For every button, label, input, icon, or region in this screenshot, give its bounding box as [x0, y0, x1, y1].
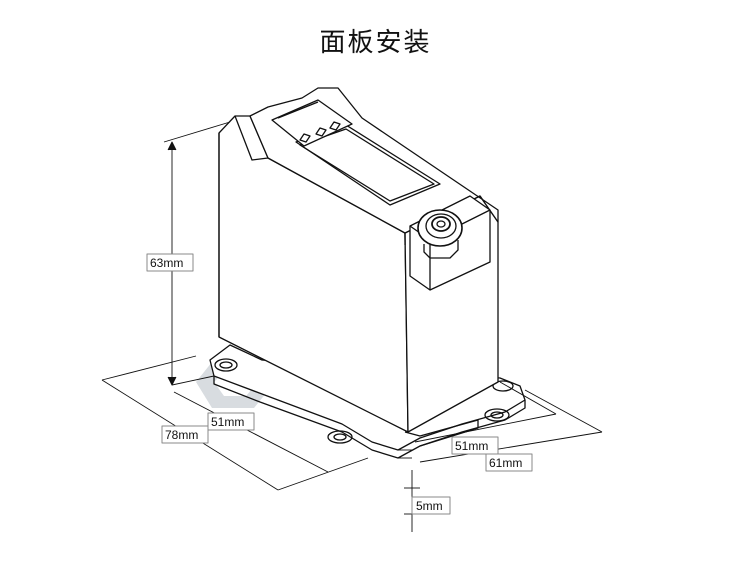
cable-connector [417, 209, 463, 259]
dim-width-inner-label: 51mm [455, 439, 488, 453]
dim-base-height-label: 5mm [416, 499, 443, 513]
diagram-title: 面板安装 [319, 28, 432, 58]
dimension-lines [101, 121, 603, 532]
dimension-labels: 63mm 78mm 51mm 51mm 61mm 5mm [146, 253, 533, 515]
dim-depth-inner-label: 51mm [211, 415, 244, 429]
dim-depth-outer-label: 78mm [165, 428, 198, 442]
dim-width-outer-label: 61mm [489, 456, 522, 470]
dim-height-label: 63mm [150, 256, 183, 270]
device-body [218, 87, 499, 433]
